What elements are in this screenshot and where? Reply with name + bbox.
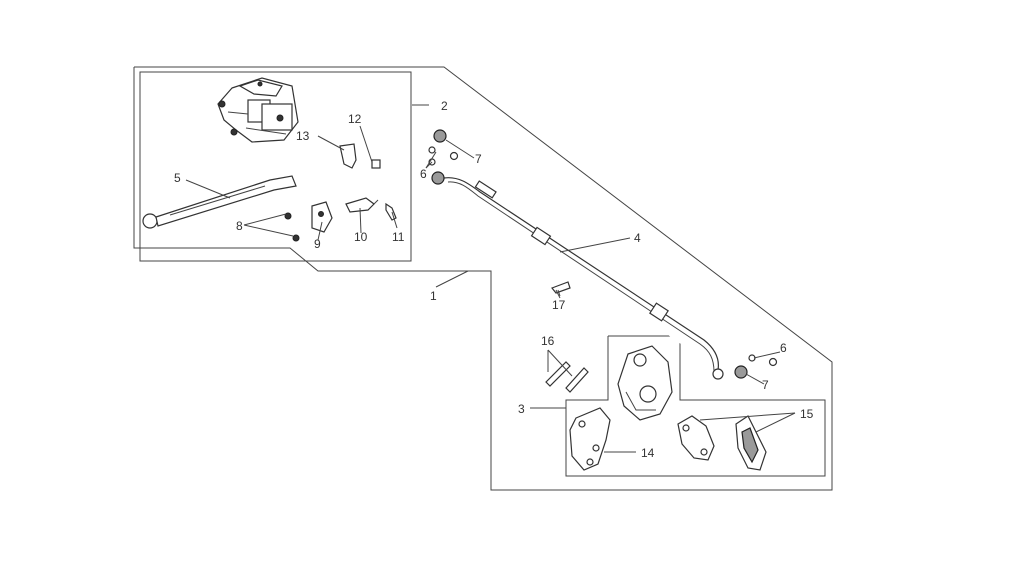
caliper-bracket-part — [569, 407, 611, 471]
callout-5: 5 — [174, 171, 181, 185]
banjo-bolt-bottom-part — [734, 354, 778, 379]
callout-15: 15 — [800, 407, 814, 421]
caliper-box — [565, 335, 826, 477]
pins-part — [545, 361, 589, 393]
leader-lines — [185, 104, 796, 453]
callout-2: 2 — [441, 99, 448, 113]
callout-11: 11 — [392, 230, 405, 244]
callout-8: 8 — [236, 219, 243, 233]
pivot-bolt-part — [339, 143, 357, 169]
callout-7-bottom: 7 — [762, 378, 769, 392]
callout-6-top: 6 — [420, 167, 427, 181]
caliper-part — [617, 345, 673, 421]
callout-6-bottom: 6 — [780, 341, 787, 355]
callout-12: 12 — [348, 112, 362, 126]
callout-17: 17 — [552, 298, 566, 312]
switch-part — [371, 159, 381, 169]
callout-9: 9 — [314, 237, 321, 251]
callout-1: 1 — [430, 289, 437, 303]
bracket-part-9 — [311, 201, 333, 233]
callout-14: 14 — [641, 446, 655, 460]
brake-lever-part — [142, 175, 297, 229]
master-cylinder-box — [139, 71, 412, 262]
callout-4: 4 — [634, 231, 641, 245]
stoplight-switch-part-10 — [345, 197, 379, 213]
brake-hose-part — [443, 177, 724, 380]
brake-pad-right-part — [735, 415, 767, 471]
callout-10: 10 — [354, 230, 368, 244]
screw-part-11 — [385, 202, 397, 221]
banjo-bolt-top-part — [431, 129, 447, 185]
callout-16: 16 — [541, 334, 555, 348]
brake-pad-left-part — [677, 415, 715, 461]
callout-3: 3 — [518, 402, 525, 416]
assembly-outline — [133, 66, 833, 491]
bleed-screw-part — [551, 281, 571, 299]
master-cylinder-part — [217, 77, 299, 143]
screws-part-8 — [284, 212, 300, 242]
callout-7-top: 7 — [475, 152, 482, 166]
callout-13: 13 — [296, 129, 310, 143]
